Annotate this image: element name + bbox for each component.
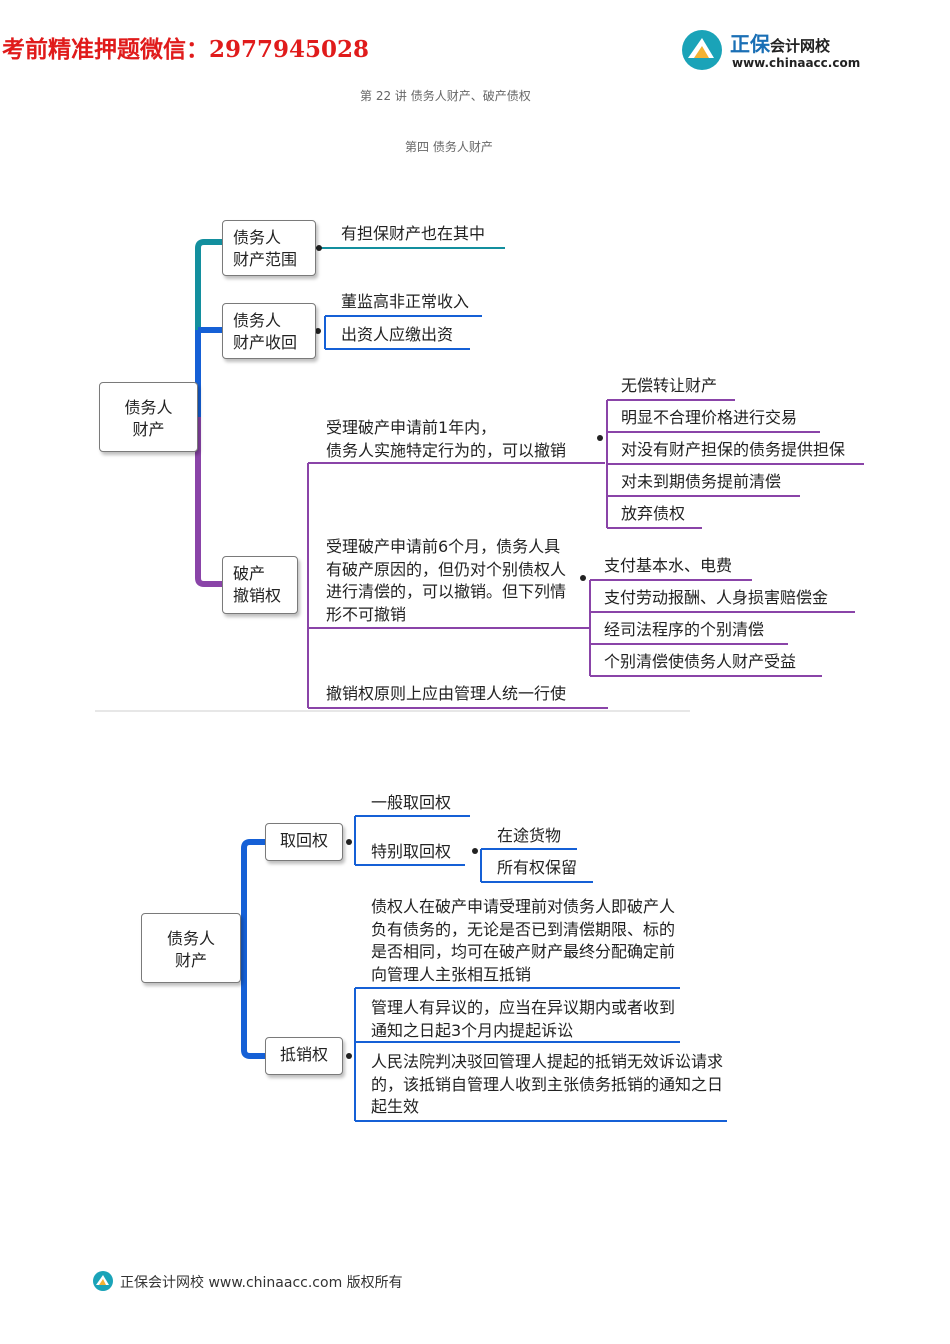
leaf-capital-contribution: 出资人应缴出资 [341,325,454,344]
leaf-special-retrieval: 特别取回权 [371,842,452,861]
branch-offset-right: 抵销权 [265,1037,343,1075]
leaf-labor-compensation: 支付劳动报酬、人身损害赔偿金 [604,588,829,607]
footer-copyright: 正保会计网校 www.chinaacc.com 版权所有 [120,1275,403,1291]
chapter-heading-cut: 第 22 讲 债务人财产、破产债权 [360,89,531,103]
leaf-unreasonable-price: 明显不合理价格进行交易 [621,408,798,427]
branch-bankruptcy-revocation: 破产 撤销权 [222,556,298,614]
map1-root-node: 债务人 财产 [99,382,198,452]
logo-url: www.chinaacc.com [732,56,861,70]
chinaacc-logo: 正保会计网校 www.chinaacc.com [680,28,880,76]
leaf-benefit-debtor: 个别清偿使债务人财产受益 [604,652,797,671]
leaf-director-income: 董监高非正常收入 [341,292,470,311]
leaf-waive-claim: 放弃债权 [621,504,686,523]
branch-debtor-property-recovery: 债务人 财产收回 [222,303,316,359]
offset-text-3: 人民法院判决驳回管理人提起的抵销无效诉讼请求的，该抵销自管理人收到主张债务抵销的… [371,1052,724,1116]
offset-text-1: 债权人在破产申请受理前对债务人即破产人负有债务的，无论是否已到清偿期限、标的是否… [371,897,676,984]
offset-text-2: 管理人有异议的，应当在异议期内或者收到通知之日起3个月内提起诉讼 [371,998,676,1040]
branch-retrieval-right: 取回权 [265,823,343,861]
watermark-text: 考前精准押题微信：2977945028 [2,36,370,63]
leaf-free-transfer: 无偿转让财产 [621,376,718,395]
footer-logo-icon [93,1271,113,1291]
branch-debtor-property-scope: 债务人 财产范围 [222,220,316,276]
revocation-group1-text: 受理破产申请前1年内， 债务人实施特定行为的，可以撤销 [326,418,567,460]
leaf-ownership-retention: 所有权保留 [497,858,578,877]
revocation-group2-text: 受理破产申请前6个月，债务人具有破产原因的，但仍对个别债权人进行清偿的，可以撤销… [326,537,567,624]
logo-emblem-icon [682,30,722,70]
map2-root-node: 债务人 财产 [141,913,241,983]
leaf-general-retrieval: 一般取回权 [371,793,452,812]
leaf-early-repayment: 对未到期债务提前清偿 [621,472,782,491]
leaf-utility-fees: 支付基本水、电费 [604,556,733,575]
leaf-goods-in-transit: 在途货物 [497,826,562,845]
leaf-judicial-repayment: 经司法程序的个别清偿 [604,620,765,639]
leaf-secured-property: 有担保财产也在其中 [341,224,486,243]
logo-name: 正保会计网校 [730,32,831,56]
section-heading-cut: 第四 债务人财产 [405,140,493,154]
leaf-guarantee-unsecured: 对没有财产担保的债务提供担保 [621,440,846,459]
revocation-group3-text: 撤销权原则上应由管理人统一行使 [326,684,567,703]
